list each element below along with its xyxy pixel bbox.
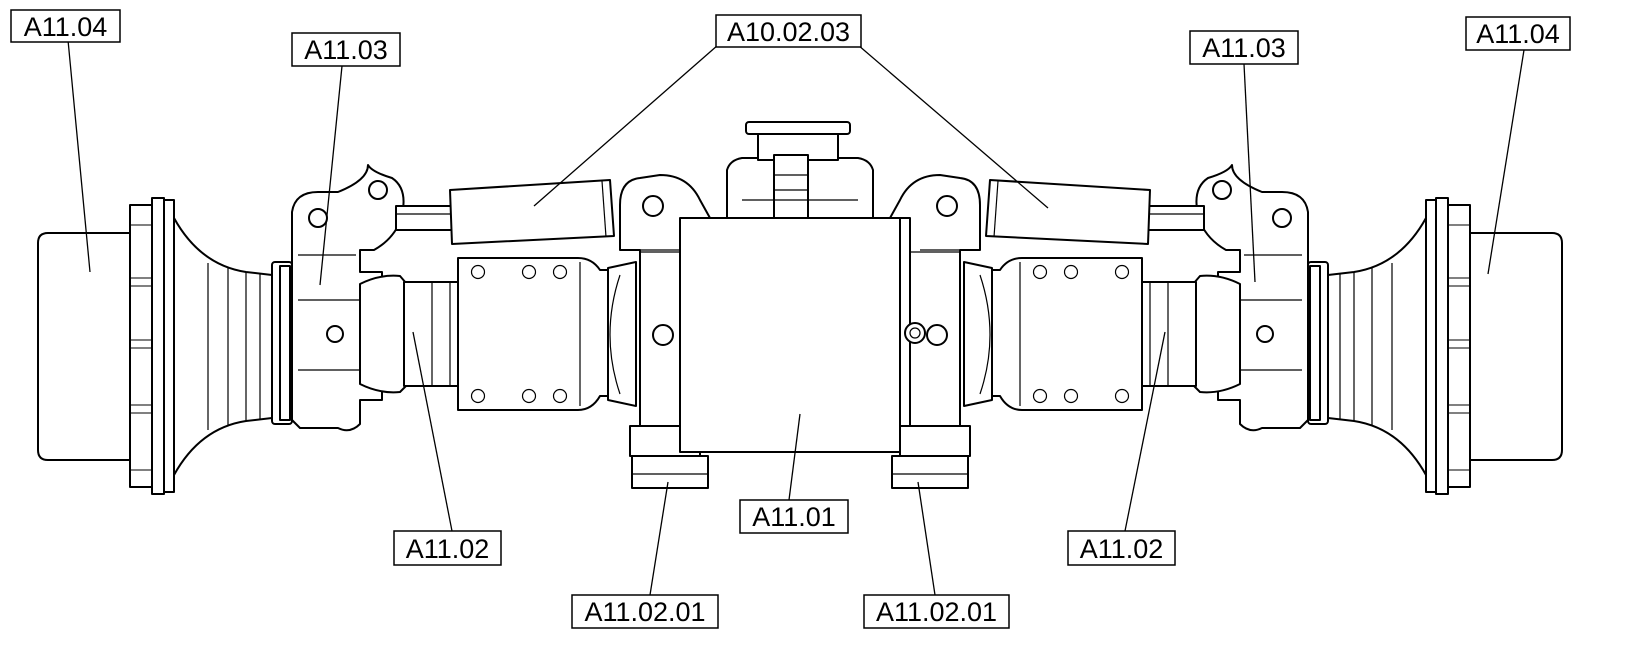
left-cylinder-body xyxy=(449,179,615,245)
callout-right-mount-text: A11.02.01 xyxy=(876,597,997,627)
callout-right-hub: A11.04 xyxy=(1465,16,1571,51)
left-knuckle-upper-pivot xyxy=(308,208,328,228)
callout-left-knuckle-text: A11.03 xyxy=(304,35,388,65)
callout-left-tube: A11.02 xyxy=(393,530,502,566)
left-center-block-hole xyxy=(642,195,664,217)
left-hub-drum xyxy=(37,232,131,461)
center-housing xyxy=(679,217,901,453)
callout-right-knuckle: A11.03 xyxy=(1189,30,1299,65)
callout-labels: A11.04 A11.03 A10.02.03 A11.03 A11.04 A1… xyxy=(10,9,1571,629)
left-knuckle-flange-lip xyxy=(279,265,291,421)
left-hub-flange-rim xyxy=(163,199,175,493)
callout-center-housing-text: A11.01 xyxy=(752,502,836,532)
left-axle-half xyxy=(37,164,711,495)
callout-right-tube: A11.02 xyxy=(1067,530,1176,566)
center-right-bolt xyxy=(904,322,926,344)
callout-right-knuckle-text: A11.03 xyxy=(1202,33,1286,63)
callout-left-knuckle: A11.03 xyxy=(291,32,401,67)
callout-left-mount: A11.02.01 xyxy=(571,594,719,629)
callout-cylinder-text: A10.02.03 xyxy=(727,17,850,47)
callout-right-mount: A11.02.01 xyxy=(863,594,1010,629)
left-hub-cone xyxy=(173,217,273,476)
callout-left-mount-text: A11.02.01 xyxy=(584,597,705,627)
callout-right-hub-text: A11.04 xyxy=(1476,19,1560,49)
left-bell-section xyxy=(607,261,637,407)
left-hub-flange-inner xyxy=(151,197,165,495)
callout-center-housing: A11.01 xyxy=(739,499,849,534)
callout-right-tube-text: A11.02 xyxy=(1080,534,1164,564)
right-axle-half xyxy=(889,164,1563,495)
left-lower-mount-base xyxy=(631,455,709,489)
left-cylinder-rod xyxy=(395,205,453,231)
callout-left-tube-text: A11.02 xyxy=(406,534,490,564)
left-gear-housing xyxy=(457,257,609,411)
leader-lines xyxy=(67,39,1525,596)
left-center-side-hole xyxy=(652,324,674,346)
input-yoke-neck xyxy=(773,154,809,228)
left-hub-flange-outer xyxy=(129,204,153,488)
left-knuckle-center-pin xyxy=(326,325,344,343)
left-knuckle-arm-hole xyxy=(368,180,388,200)
callout-left-hub: A11.04 xyxy=(10,9,121,43)
callout-cylinder: A10.02.03 xyxy=(715,14,862,48)
callout-left-hub-text: A11.04 xyxy=(24,12,108,42)
input-flange-top xyxy=(745,121,851,135)
center-differential xyxy=(679,121,926,453)
